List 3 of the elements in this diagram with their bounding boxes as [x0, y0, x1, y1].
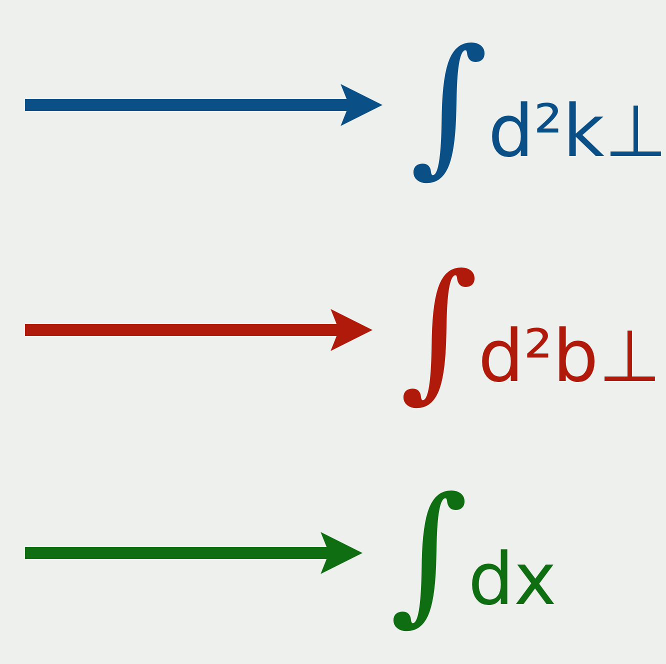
arrow	[25, 532, 363, 574]
arrow	[25, 309, 373, 351]
arrow	[25, 84, 383, 126]
